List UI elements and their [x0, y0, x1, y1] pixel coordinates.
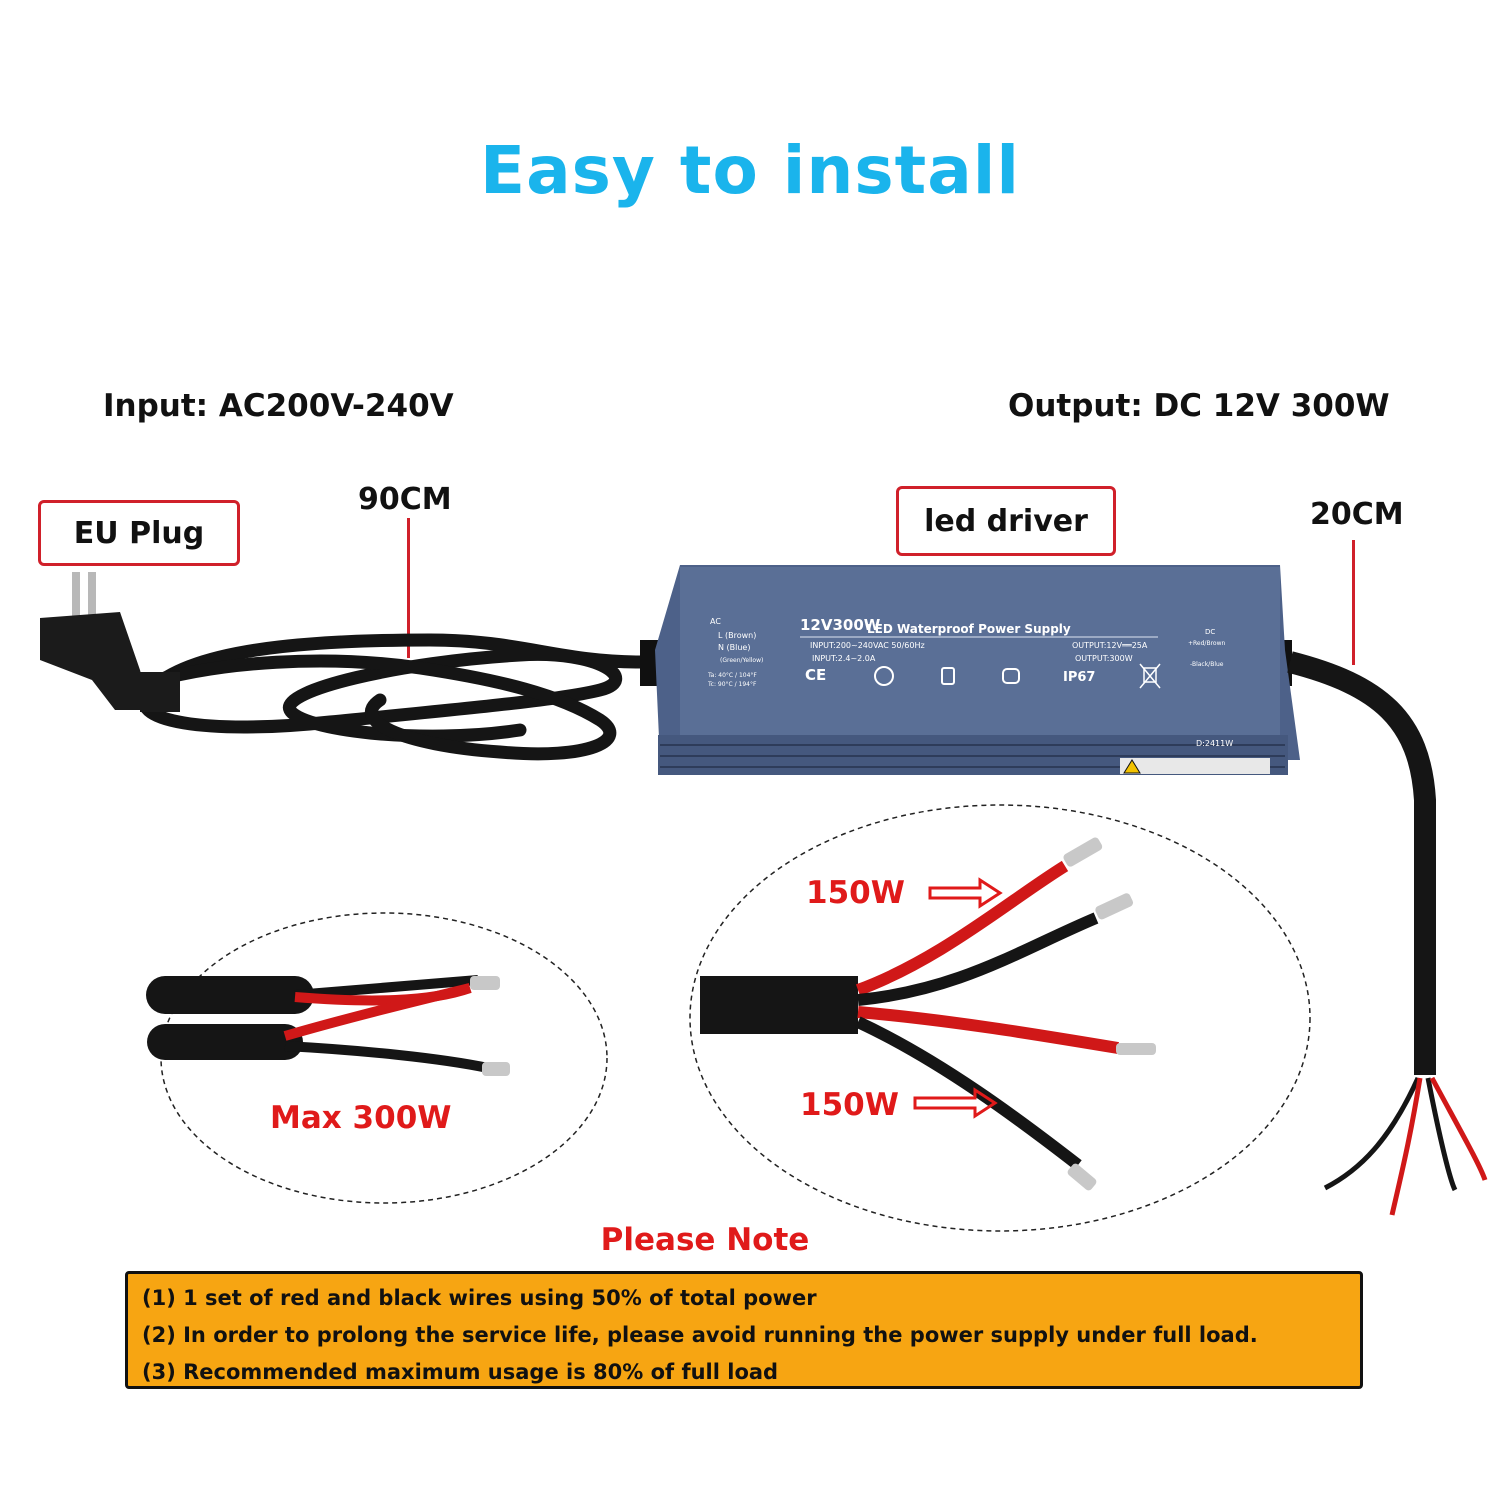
plug-label: EU Plug: [38, 500, 240, 566]
led-driver-body: [640, 565, 1300, 775]
ip-rating: IP67: [1063, 670, 1095, 685]
driver-output-2: OUTPUT:300W: [1075, 654, 1133, 663]
driver-ac-g: (Green/Yellow): [720, 657, 763, 664]
note-line: (3) Recommended maximum usage is 80% of …: [142, 1360, 779, 1384]
driver-output-1: OUTPUT:12V══25A: [1072, 641, 1148, 650]
driver-dc-neg: -Black/Blue: [1190, 661, 1224, 668]
input-length-leader: [407, 518, 410, 658]
single-wire-pair: [146, 975, 510, 1076]
driver-ac-l: L (Brown): [718, 631, 756, 640]
arrow-right-icon: [913, 1087, 998, 1119]
zoom-circle-split: [689, 804, 1311, 1232]
note-line: (1) 1 set of red and black wires using 5…: [142, 1286, 817, 1310]
output-spec: Output: DC 12V 300W: [1008, 388, 1390, 424]
cert-badge-icon: [874, 666, 894, 686]
safety-mark-icon: [941, 667, 955, 685]
output-cable-length: 20CM: [1310, 497, 1404, 532]
insulation-mark-icon: [1002, 668, 1020, 684]
split-wire-set: [700, 837, 1156, 1191]
output-length-leader: [1352, 540, 1355, 665]
split-bottom-callout: 150W: [800, 1087, 899, 1123]
driver-input-1: INPUT:200~240VAC 50/60Hz: [810, 641, 925, 650]
driver-description: LED Waterproof Power Supply: [867, 622, 1071, 636]
driver-code: D:2411W: [1196, 739, 1233, 748]
driver-model: 12V300W: [800, 616, 881, 634]
driver-label: led driver: [896, 486, 1116, 556]
eu-plug-icon: [40, 572, 180, 712]
driver-tc: Tc: 90°C / 194°F: [707, 681, 757, 688]
driver-dc-label: DC: [1205, 628, 1215, 636]
note-box: (1) 1 set of red and black wires using 5…: [125, 1271, 1363, 1389]
input-cable-length: 90CM: [358, 482, 452, 517]
split-top-callout: 150W: [806, 875, 905, 911]
note-title: Please Note: [600, 1222, 810, 1258]
max-power-callout: Max 300W: [270, 1100, 451, 1136]
driver-ac-n: N (Blue): [718, 643, 750, 652]
ac-cable: [133, 633, 647, 761]
page-title: Easy to install: [479, 132, 1020, 209]
arrow-right-icon: [928, 877, 1003, 909]
weee-bin-icon: [1139, 663, 1161, 689]
driver-input-2: INPUT:2.4~2.0A: [812, 654, 876, 663]
input-spec: Input: AC200V-240V: [103, 388, 454, 424]
note-line: (2) In order to prolong the service life…: [142, 1323, 1258, 1347]
driver-ta: Ta: 40°C / 104°F: [707, 672, 757, 679]
driver-dc-pos: +Red/Brown: [1188, 640, 1225, 647]
ce-mark-icon: CE: [805, 666, 826, 684]
dc-cable: [1287, 651, 1488, 1216]
driver-ac-label: AC: [710, 617, 721, 626]
